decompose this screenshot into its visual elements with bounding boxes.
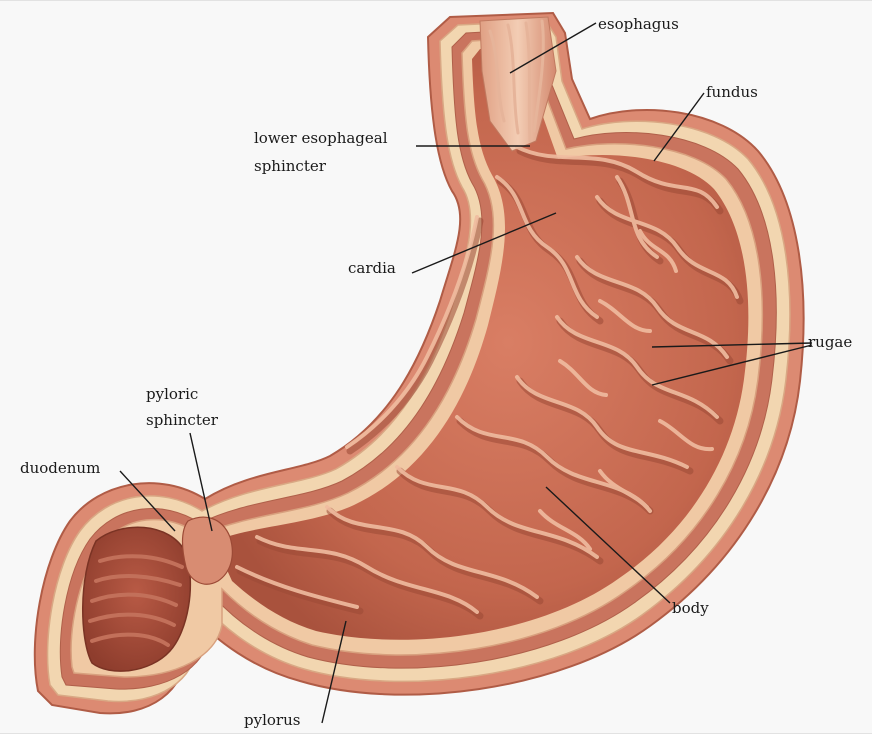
pyloric-sphincter-shape — [183, 517, 233, 584]
label-esophagus: esophagus — [598, 15, 679, 33]
label-body: body — [672, 599, 709, 617]
label-sphincter-les: sphincter — [254, 157, 327, 175]
label-pylorus: pylorus — [244, 711, 300, 729]
label-sphincter-pyloric: sphincter — [146, 411, 219, 429]
label-rugae: rugae — [808, 333, 852, 351]
label-fundus: fundus — [706, 83, 758, 101]
label-pyloric: pyloric — [146, 385, 198, 403]
label-lower-esophageal: lower esophageal — [254, 129, 388, 147]
label-duodenum: duodenum — [20, 459, 100, 477]
label-cardia: cardia — [348, 259, 396, 277]
